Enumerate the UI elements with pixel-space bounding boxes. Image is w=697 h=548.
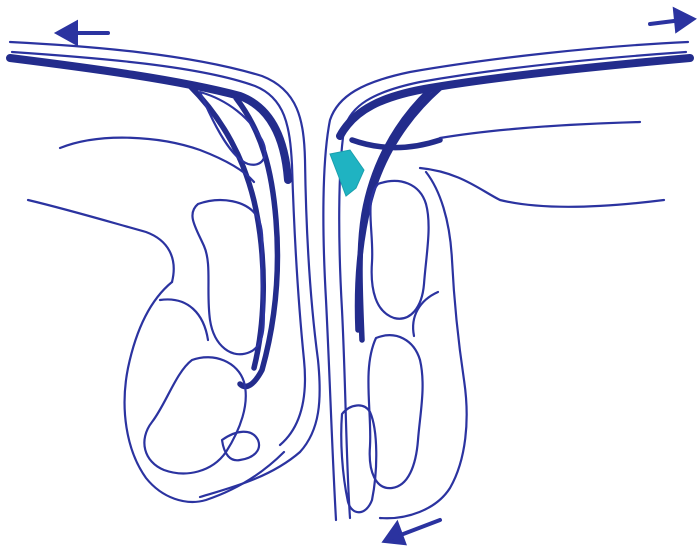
left-nail xyxy=(222,432,259,461)
right-upper-contour xyxy=(440,122,640,138)
bottom-arrow-icon xyxy=(385,520,440,543)
right-outer-outline xyxy=(323,42,688,520)
right-tendon-band xyxy=(340,58,690,136)
right-side-contour xyxy=(420,168,664,207)
left-outer-outline xyxy=(10,42,320,497)
left-finger-inner xyxy=(160,299,208,340)
left-structure xyxy=(10,42,320,502)
right-bone-upper xyxy=(370,181,428,319)
right-arrow-icon xyxy=(650,10,693,30)
left-upper-contour xyxy=(60,138,254,182)
right-highlight-region xyxy=(330,150,364,196)
left-side-contour xyxy=(28,200,174,282)
left-arrow-icon xyxy=(58,23,108,43)
left-bone-lower xyxy=(144,357,245,473)
right-structure xyxy=(323,42,690,520)
right-finger-inner xyxy=(413,292,438,336)
left-bone-upper xyxy=(192,200,263,354)
right-finger-outline xyxy=(380,172,467,518)
